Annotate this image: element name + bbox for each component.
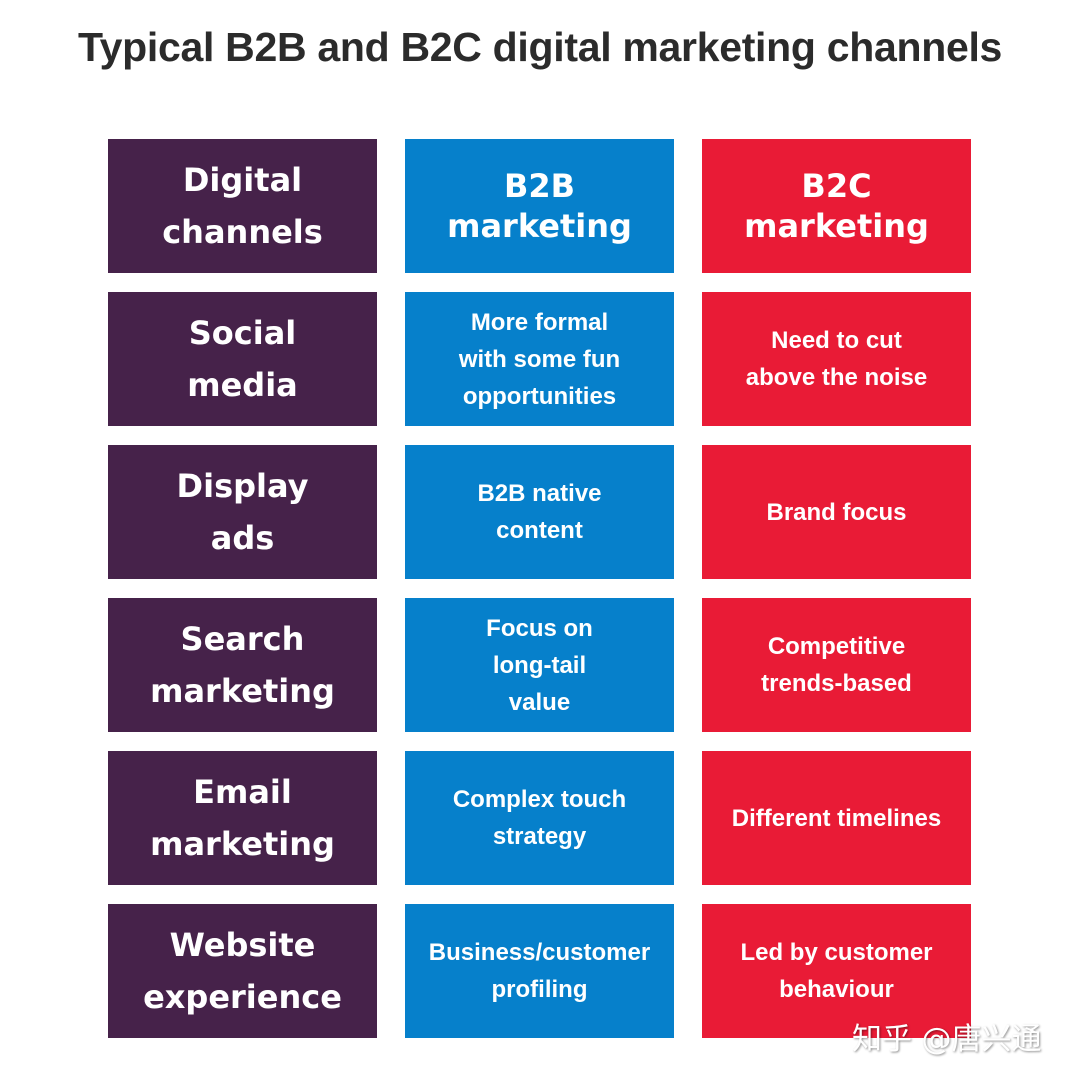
b2b-text: Business/customer profiling — [428, 939, 651, 1003]
channel-cell: Search marketing — [108, 598, 377, 732]
channel-label: Social media — [187, 314, 298, 404]
b2c-text: Led by customer behaviour — [740, 939, 933, 1003]
b2b-text: Complex touch strategy — [452, 786, 627, 850]
channel-label: Website experience — [143, 926, 342, 1016]
b2b-text: Focus on long-tail value — [486, 614, 593, 716]
watermark: 知乎 @唐兴通 — [852, 1022, 1042, 1057]
channel-cell: Website experience — [108, 904, 377, 1038]
header-b2b-cell: B2B marketing — [405, 139, 674, 273]
header-channel-label: Digital channels — [162, 161, 323, 251]
b2b-text: B2B native content — [477, 480, 602, 544]
b2c-cell: Led by customer behaviour — [702, 904, 971, 1038]
b2b-cell: B2B native content — [405, 445, 674, 579]
b2c-cell: Need to cut above the noise — [702, 292, 971, 426]
b2c-text: Brand focus — [766, 498, 907, 526]
channel-label: Email marketing — [150, 773, 335, 863]
page-title: Typical B2B and B2C digital marketing ch… — [77, 24, 1003, 70]
header-channel-cell: Digital channels — [108, 139, 377, 273]
header-b2c-cell: B2C marketing — [702, 139, 971, 273]
b2b-cell: More formal with some fun opportunities — [405, 292, 674, 426]
channel-label: Search marketing — [150, 620, 335, 710]
b2b-cell: Business/customer profiling — [405, 904, 674, 1038]
b2c-text: Different timelines — [731, 804, 942, 832]
b2b-cell: Focus on long-tail value — [405, 598, 674, 732]
channel-label: Display ads — [176, 467, 309, 557]
b2c-cell: Competitive trends-based — [702, 598, 971, 732]
b2b-text: More formal with some fun opportunities — [458, 308, 621, 410]
b2c-cell: Different timelines — [702, 751, 971, 885]
b2b-cell: Complex touch strategy — [405, 751, 674, 885]
header-b2c-label: B2C marketing — [744, 167, 929, 245]
header-b2b-label: B2B marketing — [447, 167, 632, 245]
b2c-text: Need to cut above the noise — [745, 327, 928, 391]
b2c-text: Competitive trends-based — [761, 633, 912, 697]
channel-cell: Social media — [108, 292, 377, 426]
channel-cell: Email marketing — [108, 751, 377, 885]
b2c-cell: Brand focus — [702, 445, 971, 579]
channel-cell: Display ads — [108, 445, 377, 579]
